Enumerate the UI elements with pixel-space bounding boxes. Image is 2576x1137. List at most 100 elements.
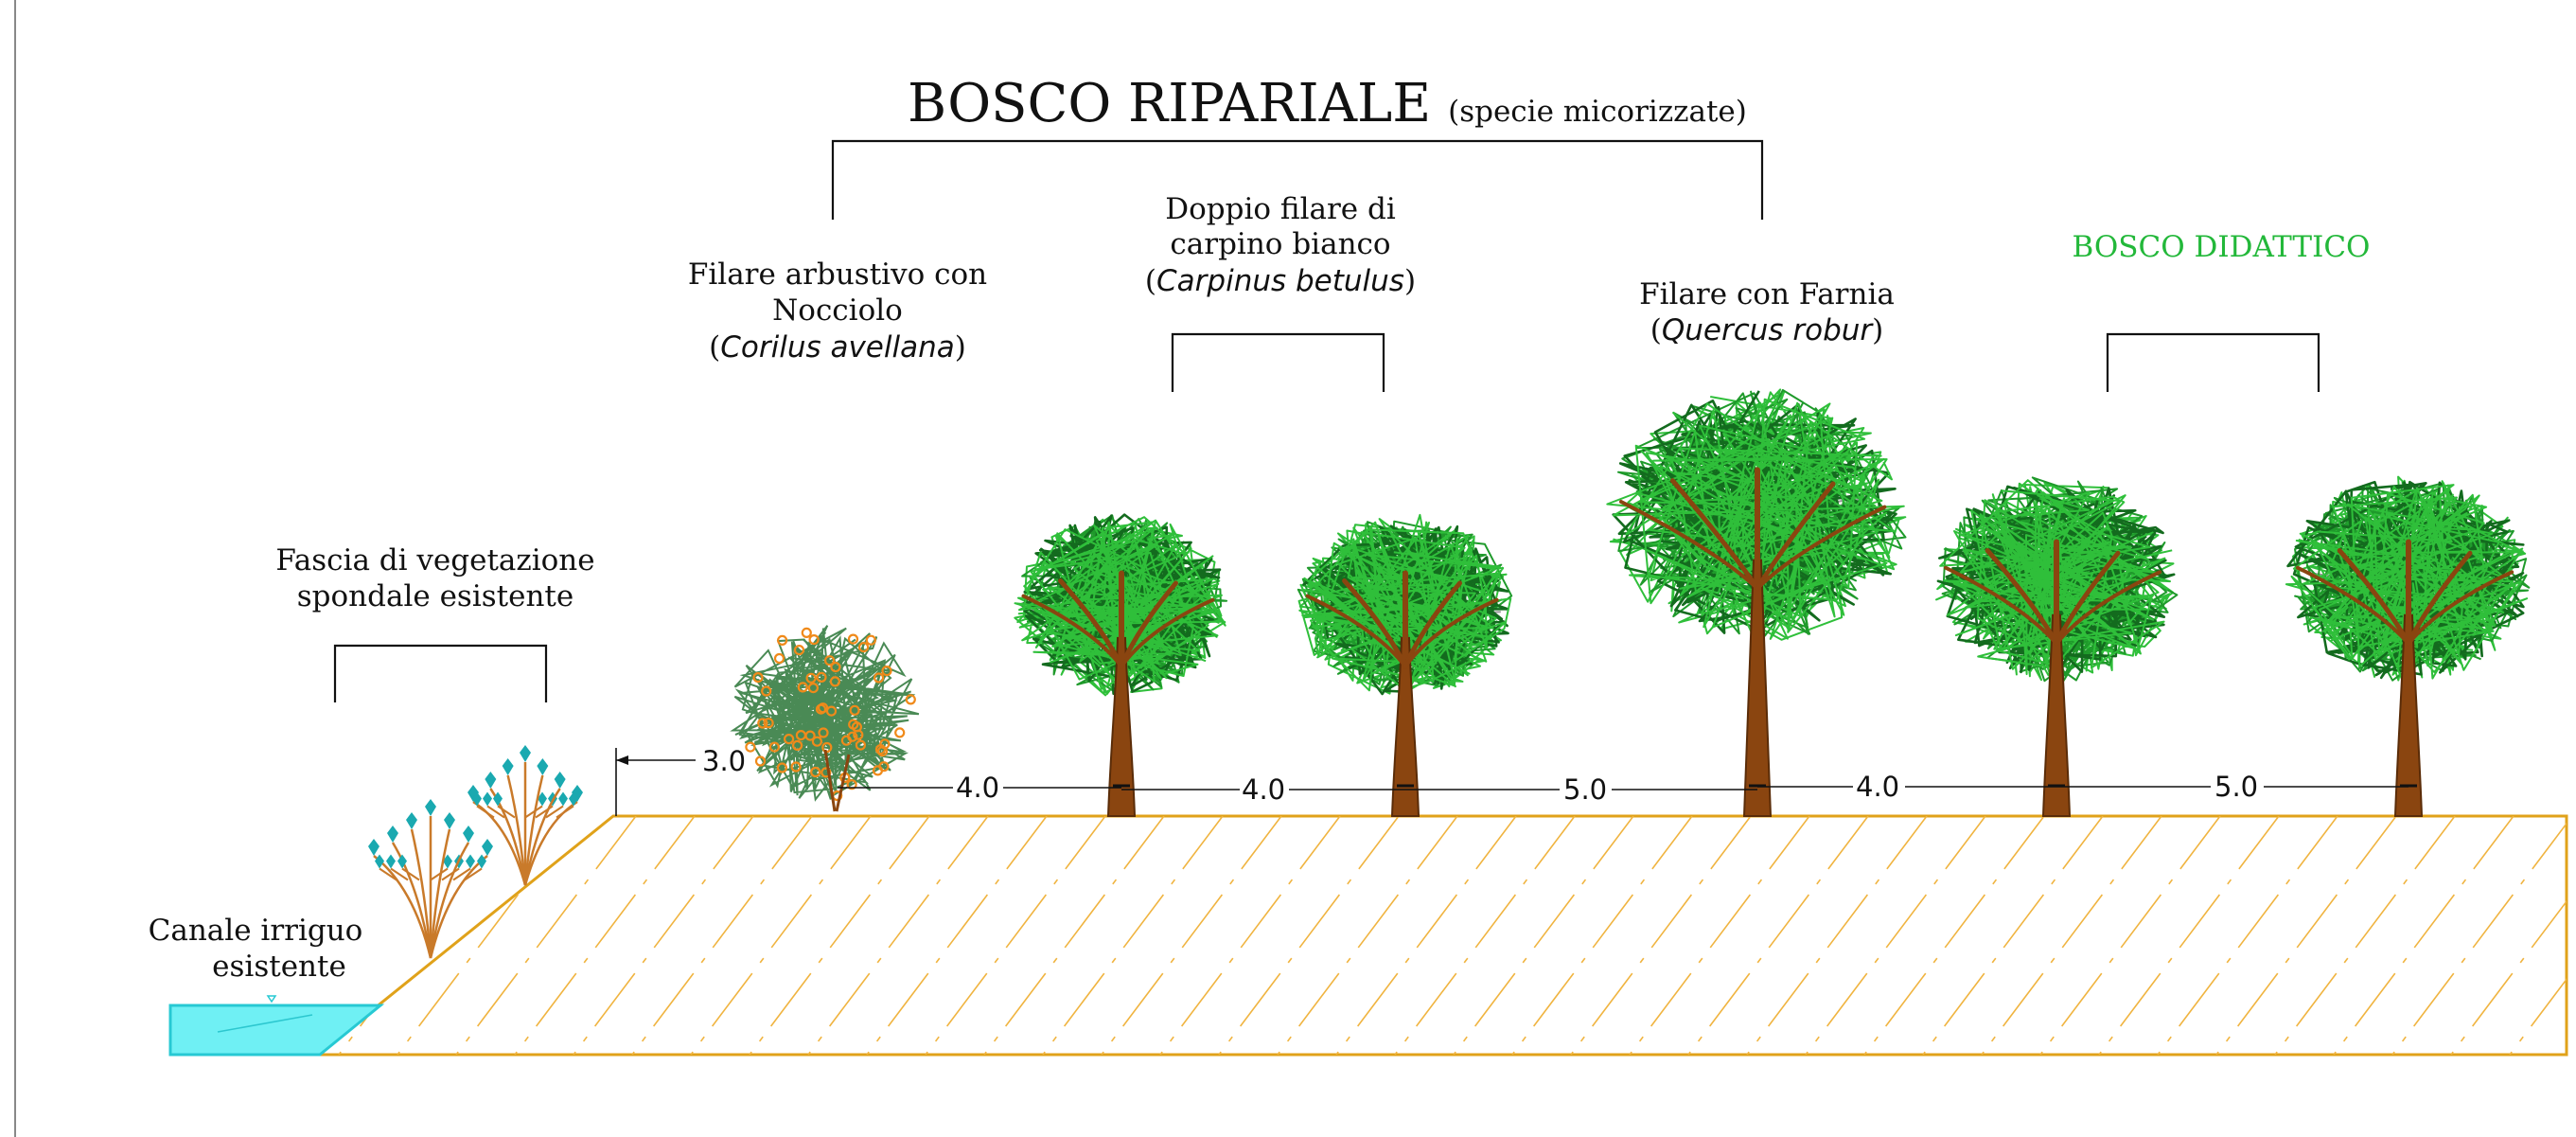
shrub-leaf: [483, 791, 492, 807]
dimension-lines: 3.0 4.0 4.0 5.0 4.0 5.0: [615, 745, 2408, 816]
ground-hatch: [317, 816, 2567, 1055]
shrub-leaf: [538, 791, 547, 807]
shrub-leaf: [468, 785, 479, 802]
label-hazel-line2: Nocciolo: [772, 293, 903, 328]
tree-hornbeam-2: [1297, 513, 1513, 817]
hazel-nut: [768, 741, 781, 753]
shrub-leaf: [425, 799, 436, 816]
shrub-leaf: [569, 791, 578, 807]
tree-branch: [1403, 597, 1499, 668]
hatch-line: [2333, 816, 2514, 1055]
shrub-stem: [523, 788, 561, 886]
tree-row: [1014, 388, 2531, 817]
hazel-nut: [801, 627, 812, 639]
shrub-leaf: [554, 772, 566, 789]
bank-shrub: [468, 745, 583, 886]
shrub-stem: [429, 828, 451, 959]
tree-didactic-2: [2285, 475, 2531, 817]
paren-open: (: [1145, 264, 1156, 298]
hazel-nut: [818, 727, 829, 738]
label-hazel-latin-line: (Corilus avellana): [709, 330, 966, 364]
shrub-leaf: [472, 791, 482, 807]
tree-branch: [2337, 548, 2411, 647]
tree-branch: [1669, 478, 1760, 592]
hazel-nut: [905, 694, 916, 705]
tree-branch: [1755, 481, 1836, 592]
irrigation-canal: [168, 995, 385, 1057]
hatch-line: [866, 816, 1048, 1055]
bracket-vegetation: [333, 644, 548, 702]
shrub-stem: [506, 774, 527, 886]
hazel-nut: [881, 665, 892, 677]
title-main: BOSCO RIPARIALE: [908, 73, 1431, 134]
hatch-line: [2098, 816, 2280, 1055]
shrub-leaf: [375, 854, 384, 869]
hazel-nut: [849, 704, 860, 716]
paren-close: ): [1872, 313, 1883, 347]
shrub-twig: [556, 805, 574, 819]
hazel-nut: [846, 779, 857, 791]
hazel-nut: [754, 755, 767, 767]
hatch-line: [2039, 816, 2221, 1055]
hatch-line: [2157, 816, 2338, 1055]
hazel-nut: [793, 644, 805, 656]
paren-close: ): [955, 330, 966, 364]
hatch-line: [631, 816, 813, 1055]
tree-branch: [2406, 550, 2473, 647]
dim-label-3: 3.0: [702, 745, 746, 777]
tree-branch: [1944, 565, 2058, 646]
hatch-line: [749, 816, 930, 1055]
hatch-line: [2509, 816, 2567, 1055]
shrub-twig: [464, 867, 483, 881]
bracket-hornbeam: [1171, 332, 1385, 392]
tree-branch: [1619, 500, 1759, 591]
hazel-nut: [776, 762, 788, 773]
tree-trunk: [1390, 636, 1420, 817]
hatch-line: [1335, 816, 1517, 1055]
hazel-nut: [797, 682, 808, 693]
bank-shrub: [368, 799, 493, 959]
labels: Fascia di vegetazione spondale esistente…: [149, 192, 2371, 984]
label-bosco-didattico: BOSCO DIDATTICO: [2073, 230, 2371, 264]
label-hornbeam-line1: Doppio filare di: [1165, 192, 1396, 226]
paren-open: (: [1650, 313, 1662, 347]
shrub-leaf: [502, 758, 514, 775]
shrub-stem: [523, 800, 578, 886]
hazel-nut: [848, 719, 859, 730]
hatch-line: [1218, 816, 1400, 1055]
label-hazel-line1: Filare arbustivo con: [688, 258, 987, 292]
hazel-nut: [776, 634, 788, 647]
hazel-nut: [816, 671, 827, 684]
hazel-foliage: [730, 625, 920, 802]
shrub-twig: [430, 867, 449, 881]
shrub-twig: [390, 867, 409, 881]
shrub-stem: [429, 842, 470, 959]
tree-foliage: [1297, 513, 1512, 692]
hatch-line: [2215, 816, 2397, 1055]
label-canal-line1: Canale irriguo: [149, 914, 363, 948]
shrub-leaf: [397, 854, 407, 869]
label-oak-line1: Filare con Farnia: [1639, 277, 1895, 311]
hatch-line: [807, 816, 989, 1055]
hazel-nut: [872, 765, 884, 776]
hatch-line: [1101, 816, 1282, 1055]
tree-branch: [2055, 570, 2162, 646]
shrub-leaf: [477, 854, 486, 869]
shrub-twig: [476, 805, 495, 819]
tree-didactic-1: [1935, 476, 2179, 817]
label-oak-latin: Quercus robur: [1662, 313, 1875, 347]
tree-foliage: [1939, 479, 2173, 677]
hazel-nut: [805, 672, 817, 684]
hatch-line: [1159, 816, 1341, 1055]
shrub-leaf: [443, 854, 452, 869]
tree-branch: [1985, 548, 2059, 647]
hazel-nut: [855, 739, 867, 751]
shrub-leaf: [482, 839, 493, 856]
hatch-line: [1042, 816, 1224, 1055]
shrub-leaf: [485, 772, 497, 789]
tree-trunk: [2393, 613, 2424, 817]
tree-branch: [1403, 580, 1462, 669]
hazel-nut: [811, 736, 823, 747]
shrub-twig: [441, 867, 460, 881]
tree-trunk: [2041, 613, 2072, 817]
